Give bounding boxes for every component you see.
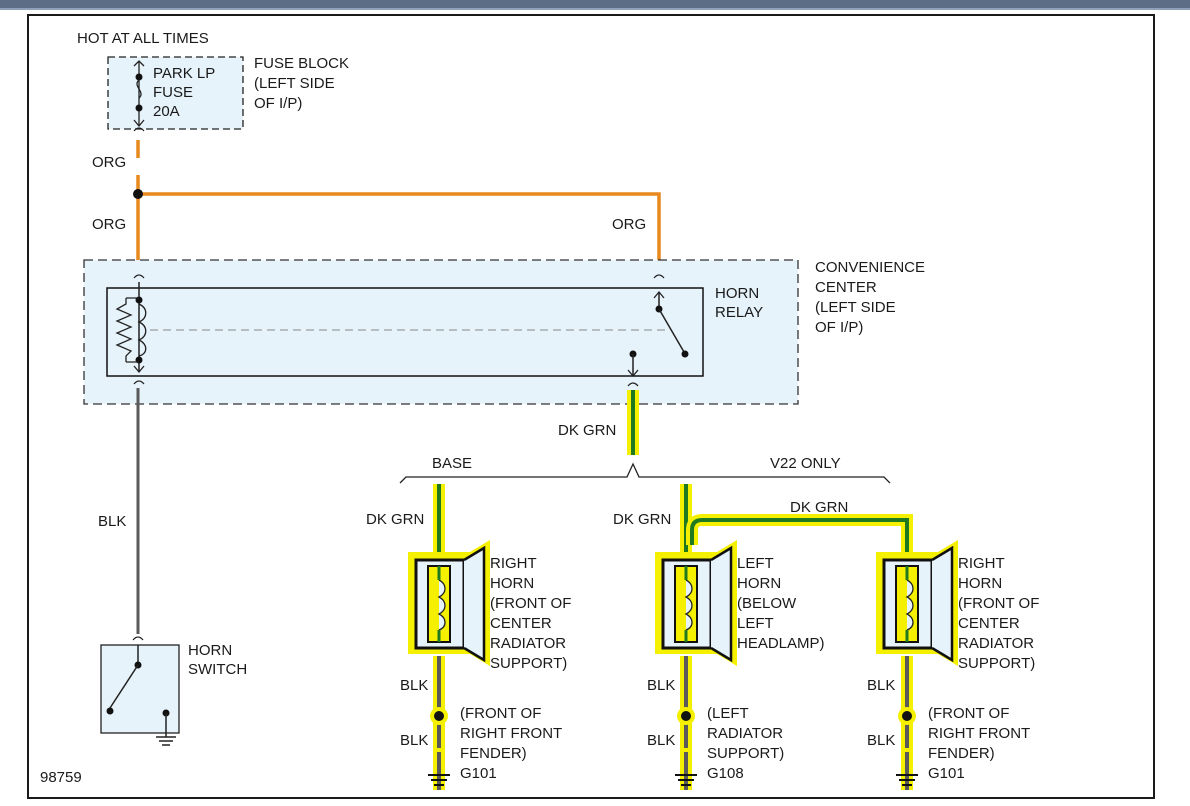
fuse-block[interactable] xyxy=(107,56,244,132)
dk-grn-base-label: DK GRN xyxy=(366,511,424,528)
left-horn-label-2: HORN xyxy=(737,575,781,592)
left-horn[interactable] xyxy=(655,540,737,666)
v22-right-horn-label-3: (FRONT OF xyxy=(958,595,1039,612)
horn-relay-label-1: HORN xyxy=(715,285,759,302)
left-ground-label-1: (LEFT xyxy=(707,705,749,722)
fuse-block-label-1: FUSE BLOCK xyxy=(254,55,349,72)
base-ground-label-2: RIGHT FRONT xyxy=(460,725,562,742)
horn-relay[interactable] xyxy=(106,274,704,387)
blk-right-label-2: BLK xyxy=(867,732,895,749)
dk-grn-left-label: DK GRN xyxy=(613,511,671,528)
blk-left-label-1: BLK xyxy=(647,677,675,694)
left-ground-label-4: G108 xyxy=(707,765,744,782)
base-horn-label-3: (FRONT OF xyxy=(490,595,571,612)
base-ground-label-3: FENDER) xyxy=(460,745,527,762)
blk-base-label-2: BLK xyxy=(400,732,428,749)
base-horn-label-6: SUPPORT) xyxy=(490,655,567,672)
left-ground-label-2: RADIATOR xyxy=(707,725,783,742)
dk-grn-jumper-label: DK GRN xyxy=(790,499,848,516)
org-wire-label-3: ORG xyxy=(612,216,646,233)
dk-grn-relay-out-label: DK GRN xyxy=(558,422,616,439)
v22-right-ground-label-4: G101 xyxy=(928,765,965,782)
fuse-block-label-3: OF I/P) xyxy=(254,95,302,112)
blk-base-label-1: BLK xyxy=(400,677,428,694)
left-horn-label-3: (BELOW xyxy=(737,595,797,612)
v22-right-horn-label-1: RIGHT xyxy=(958,555,1005,572)
left-ground-label-3: SUPPORT) xyxy=(707,745,784,762)
window-top-bar-edge xyxy=(0,8,1190,10)
convenience-center-label-2: CENTER xyxy=(815,279,877,296)
v22-right-horn-label-2: HORN xyxy=(958,575,1002,592)
base-horn-label-1: RIGHT xyxy=(490,555,537,572)
base-horn-ground-wire xyxy=(428,656,450,790)
base-horn-label-2: HORN xyxy=(490,575,534,592)
horn-relay-label-2: RELAY xyxy=(715,304,763,321)
option-bracket xyxy=(399,462,891,484)
left-horn-label-1: LEFT xyxy=(737,555,774,572)
blk-right-label-1: BLK xyxy=(867,677,895,694)
figure-number: 98759 xyxy=(40,769,82,786)
hot-at-all-times-label: HOT AT ALL TIMES xyxy=(77,30,209,47)
v22-only-option-label: V22 ONLY xyxy=(770,455,841,472)
convenience-center-label-1: CONVENIENCE xyxy=(815,259,925,276)
org-wire-feed xyxy=(133,140,661,272)
base-option-label: BASE xyxy=(432,455,472,472)
v22-right-horn-label-6: SUPPORT) xyxy=(958,655,1035,672)
org-wire-label-2: ORG xyxy=(92,216,126,233)
v22-right-ground-label-1: (FRONT OF xyxy=(928,705,1009,722)
v22-right-horn-label-4: CENTER xyxy=(958,615,1020,632)
fuse-name-line-2: FUSE xyxy=(153,84,193,101)
fuse-name-line-1: PARK LP xyxy=(153,65,215,82)
left-horn-feed-wire xyxy=(680,484,913,552)
base-ground-label-4: G101 xyxy=(460,765,497,782)
blk-left-label-2: BLK xyxy=(647,732,675,749)
v22-right-horn-ground-wire xyxy=(896,656,918,790)
base-horn-label-4: CENTER xyxy=(490,615,552,632)
base-ground-label-1: (FRONT OF xyxy=(460,705,541,722)
left-horn-label-5: HEADLAMP) xyxy=(737,635,825,652)
v22-right-horn-label-5: RADIATOR xyxy=(958,635,1034,652)
fuse-block-label-2: (LEFT SIDE xyxy=(254,75,335,92)
left-horn-ground-wire xyxy=(675,656,697,790)
horn-switch-label-1: HORN xyxy=(188,642,232,659)
v22-right-ground-label-3: FENDER) xyxy=(928,745,995,762)
diagram-frame xyxy=(27,14,1155,799)
org-wire-label-1: ORG xyxy=(92,154,126,171)
blk-switch-wire-label: BLK xyxy=(98,513,126,530)
window-top-bar xyxy=(0,0,1190,8)
horn-switch[interactable] xyxy=(100,636,180,746)
horn-switch-label-2: SWITCH xyxy=(188,661,247,678)
v22-right-horn[interactable] xyxy=(876,540,958,666)
base-right-horn[interactable] xyxy=(408,540,490,666)
left-horn-label-4: LEFT xyxy=(737,615,774,632)
convenience-center-label-3: (LEFT SIDE xyxy=(815,299,896,316)
convenience-center-label-4: OF I/P) xyxy=(815,319,863,336)
v22-right-ground-label-2: RIGHT FRONT xyxy=(928,725,1030,742)
base-horn-label-5: RADIATOR xyxy=(490,635,566,652)
fuse-name-line-3: 20A xyxy=(153,103,180,120)
